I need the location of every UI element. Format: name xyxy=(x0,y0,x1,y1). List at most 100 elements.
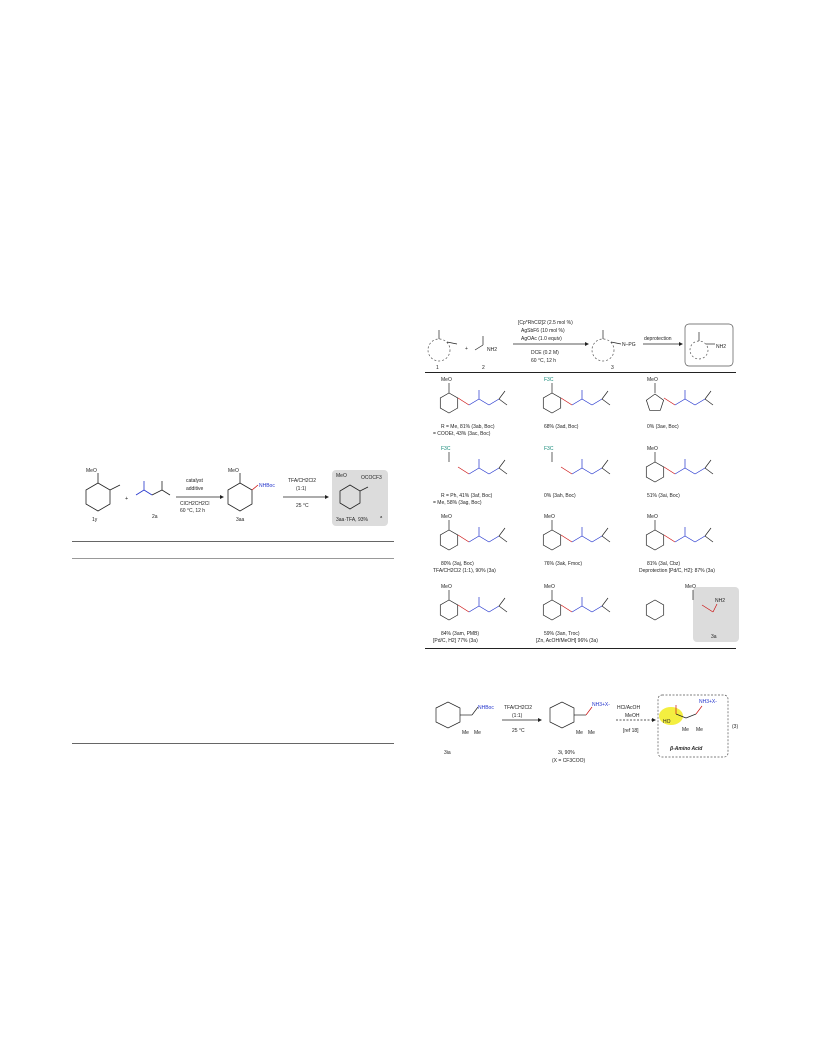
cond2-1: (1:1) xyxy=(296,486,307,492)
ococf3-label: OCOCF3 xyxy=(361,475,382,481)
cond-1: AgSbF6 (10 mol %) xyxy=(521,328,565,334)
cell-caption: R = Ph, 41% (3af, Boc) xyxy=(441,493,493,499)
table-cell: MeO R = Me, 81% (3ab, Boc)= COOEt, 43% (3… xyxy=(433,377,508,437)
cell-top-group: MeO xyxy=(544,514,555,520)
svg-text:a: a xyxy=(380,514,383,519)
cond-4: 60 °C, 12 h xyxy=(531,358,556,364)
reagent-1-label: 1y xyxy=(92,517,98,523)
cell-top-group: F3C xyxy=(544,377,554,383)
equation-tag: (3) xyxy=(732,724,738,730)
sub3-label: 3 xyxy=(611,365,614,371)
svg-text:Me: Me xyxy=(682,727,689,733)
table-cell: MeO 84% (3am, PMB)[Pd/C, H2] 77% (3a) xyxy=(433,584,508,644)
cell-top-group: MeO xyxy=(441,584,452,590)
left-rule-2 xyxy=(72,558,394,559)
deprotected-product-box xyxy=(684,323,734,367)
reagent-1-structure: MeO 1y xyxy=(85,468,121,523)
b-cond1-0: TFA/CH2Cl2 xyxy=(504,705,532,711)
cell-top-group: MeO xyxy=(647,446,658,452)
svg-text:Me: Me xyxy=(462,730,469,736)
cond2-2: 25 °C xyxy=(296,503,309,509)
cell-top-group: MeO xyxy=(441,514,452,520)
reagent-2-structure: 2a xyxy=(135,481,171,520)
nhboc-label: NHBoc xyxy=(259,483,275,489)
cell-caption-2: = Me, 58% (3ag, Boc) xyxy=(433,500,482,506)
bottom-scheme: NHBoc Me Me 3ia TFA/CH2Cl2 (1:1) 25 °C N… xyxy=(435,694,738,764)
svg-text:NH2: NH2 xyxy=(716,344,726,350)
cell-top-group: F3C xyxy=(544,446,554,452)
start-3ia-structure: NHBoc Me Me 3ia xyxy=(435,701,494,756)
pg-label: N–PG xyxy=(622,342,636,348)
table-cell: F3C R = Ph, 41% (3af, Boc)= Me, 58% (3ag,… xyxy=(433,446,508,506)
cell-nh2: NH2 xyxy=(715,598,725,604)
table-rule-top xyxy=(425,372,736,373)
cond1-0: catalyst xyxy=(186,478,204,484)
cell-caption: 0% (3ah, Boc) xyxy=(544,493,576,499)
top-scheme: 1 + NH2 2 [Cp*RhCl2]2 (2.5 mol %) AgSbF6… xyxy=(427,320,734,371)
cond2-0: TFA/CH2Cl2 xyxy=(288,478,316,484)
amino-acid-name: β-Amino Acid xyxy=(669,746,703,752)
meo-label: MeO xyxy=(86,468,97,474)
cell-caption-2: [Pd/C, H2] 77% (3a) xyxy=(433,638,478,644)
svg-text:Me: Me xyxy=(588,730,595,736)
cell-caption: 0% (3ae, Boc) xyxy=(647,424,679,430)
final-label: 3aa·TFA, 93% xyxy=(336,517,369,523)
inter-sub: (X = CF3COO) xyxy=(552,758,586,764)
left-scheme: MeO 1y + 2a catalyst additive ClCH2CH2Cl… xyxy=(85,468,388,526)
highlight-box xyxy=(693,587,739,642)
svg-text:Me: Me xyxy=(576,730,583,736)
table-cell: MeO 59% (3an, Troc)[Zn, AcOH/MeOH] 96% (3… xyxy=(536,584,611,644)
cond1-2: ClCH2CH2Cl xyxy=(180,501,209,507)
sub2-label: 2 xyxy=(482,365,485,371)
cell-top-group: F3C xyxy=(441,446,451,452)
svg-text:+: + xyxy=(465,346,468,352)
cond1-3: 60 °C, 12 h xyxy=(180,508,205,514)
reagent-2-label: 2a xyxy=(152,514,158,520)
cell-top-group: MeO xyxy=(544,584,555,590)
svg-text:MeO: MeO xyxy=(228,468,239,474)
svg-text:Me: Me xyxy=(474,730,481,736)
product-label: 3aa xyxy=(236,517,245,523)
deprotection-label: deprotection xyxy=(644,336,672,342)
cell-top-group: MeO xyxy=(647,514,658,520)
left-rule-1 xyxy=(72,541,394,542)
cell-caption: 59% (3an, Troc) xyxy=(544,631,580,637)
cell-caption-2: = COOEt, 43% (3ac, Boc) xyxy=(433,431,491,437)
svg-text:MeO: MeO xyxy=(336,473,347,479)
cond-0: [Cp*RhCl2]2 (2.5 mol %) xyxy=(518,320,573,326)
b-cond2-1: MeOH xyxy=(625,713,640,719)
table-cell: MeO 0% (3ae, Boc) xyxy=(645,377,714,430)
substrate-table: MeO R = Me, 81% (3ab, Boc)= COOEt, 43% (3… xyxy=(433,377,739,644)
cell-top-group: MeO xyxy=(441,377,452,383)
cell-caption: 84% (3am, PMB) xyxy=(441,631,479,637)
inter-group: NH3+X- xyxy=(592,702,610,708)
cell-top-group: MeO xyxy=(647,377,658,383)
cell-caption: 51% (3ai, Boc) xyxy=(647,493,680,499)
sub1-label: 1 xyxy=(436,365,439,371)
amino-acid-box xyxy=(657,694,729,758)
cond1-1: additive xyxy=(186,486,203,492)
highlight-ellipse xyxy=(659,707,683,725)
start-label: 3ia xyxy=(444,750,451,756)
cond-2: AgOAc (1.0 equiv) xyxy=(521,336,562,342)
plus-sign: + xyxy=(125,496,128,502)
b-cond2-0: HCl/AcOH xyxy=(617,705,640,711)
left-rule-3 xyxy=(72,743,394,744)
inter-label: 3i, 90% xyxy=(558,750,575,756)
start-group: NHBoc xyxy=(478,705,494,711)
cell-caption-2: [Zn, AcOH/MeOH] 96% (3a) xyxy=(536,638,598,644)
cond-3: DCE (0.2 M) xyxy=(531,350,559,356)
ho-label: HO xyxy=(663,719,671,725)
cell-caption: R = Me, 81% (3ab, Boc) xyxy=(441,424,495,430)
cell-caption: 76% (3ak, Fmoc) xyxy=(544,561,582,567)
svg-text:Me: Me xyxy=(696,727,703,733)
cell-top-group: MeO xyxy=(685,584,696,590)
cell-caption: 80% (3aj, Boc) xyxy=(441,561,474,567)
b-cond1-1: (1:1) xyxy=(512,713,523,719)
cell-caption: 68% (3ad, Boc) xyxy=(544,424,579,430)
table-cell: F3C 68% (3ad, Boc) xyxy=(542,377,611,430)
table-cell: F3C 0% (3ah, Boc) xyxy=(544,446,611,499)
